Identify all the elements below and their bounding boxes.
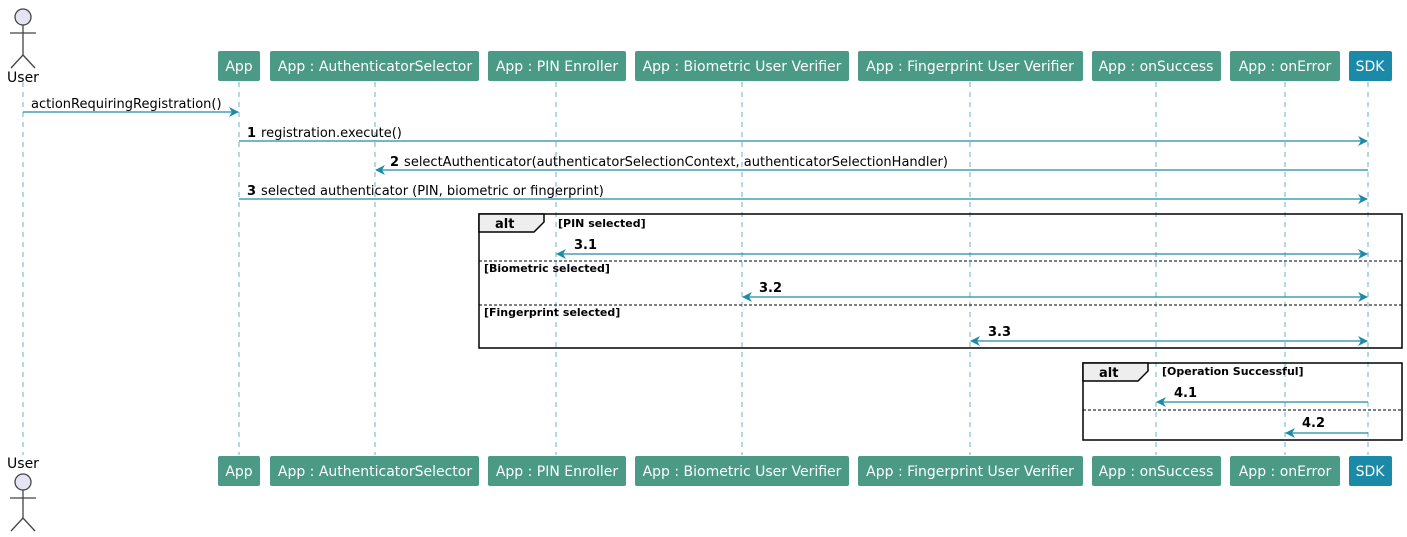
participant-label-selector: App : AuthenticatorSelector <box>278 464 472 480</box>
participant-label-pin: App : PIN Enroller <box>496 59 619 75</box>
actor-user-label: User <box>7 456 39 472</box>
participant-box-error <box>1230 456 1340 486</box>
participants-bottom: App App : AuthenticatorSelector App : PI… <box>218 456 1392 486</box>
fragment-guard: [Biometric selected] <box>484 262 610 275</box>
fragment-tab <box>478 213 545 233</box>
message-text: actionRequiringRegistration() <box>31 97 222 112</box>
message-1: 1 registration.execute() <box>239 126 1368 146</box>
participants-top: App App : AuthenticatorSelector App : PI… <box>218 51 1392 81</box>
fragment-keyword: alt <box>495 217 514 232</box>
message-0: actionRequiringRegistration() <box>23 97 239 117</box>
message-label: 1 registration.execute() <box>247 126 402 141</box>
participant-box-selector <box>270 51 479 81</box>
message-text: registration.execute() <box>261 126 402 141</box>
message-label: 2 selectAuthenticator(authenticatorSelect… <box>390 155 948 170</box>
participant-box-app <box>218 456 260 486</box>
message-number: 1 <box>247 126 256 141</box>
participant-label-selector: App : AuthenticatorSelector <box>278 59 472 75</box>
message-text: selectAuthenticator(authenticatorSelecti… <box>404 155 948 170</box>
participant-box-bio <box>635 456 849 486</box>
actor-user-icon <box>10 473 36 532</box>
fragment-frame <box>1082 362 1403 441</box>
participant-label-success: App : onSuccess <box>1099 464 1214 480</box>
message-number: 3.2 <box>759 281 782 296</box>
participant-label-bio: App : Biometric User Verifier <box>643 59 842 75</box>
message-number: 3.3 <box>988 325 1011 340</box>
actor-user-label: User <box>7 70 39 86</box>
message-3: 3 selected authenticator (PIN, biometric … <box>239 184 1368 204</box>
participant-label-fp: App : Fingerprint User Verifier <box>866 464 1074 480</box>
alt-fragment-authenticator: alt [PIN selected] 3.1 [Biometric select… <box>478 213 1403 349</box>
actor-user-bottom: User <box>7 456 39 532</box>
participant-box-pin <box>488 51 626 81</box>
participant-label-bio: App : Biometric User Verifier <box>643 464 842 480</box>
fragment-keyword: alt <box>1099 366 1118 381</box>
participant-label-error: App : onError <box>1239 464 1332 480</box>
fragment-frame <box>478 213 1403 349</box>
participant-label-pin: App : PIN Enroller <box>496 464 619 480</box>
participant-label-error: App : onError <box>1239 59 1332 75</box>
participant-box-success <box>1092 51 1221 81</box>
fragment-guard: [Fingerprint selected] <box>484 306 620 319</box>
participant-label-sdk: SDK <box>1356 59 1386 75</box>
participant-box-fp <box>858 456 1083 486</box>
participant-box-success <box>1092 456 1221 486</box>
participant-box-selector <box>270 456 479 486</box>
message-number: 3.1 <box>574 238 597 253</box>
participant-box-sdk <box>1349 456 1392 486</box>
participant-box-app <box>218 51 260 81</box>
message-number: 4.1 <box>1174 386 1197 401</box>
actor-user-icon <box>10 8 36 69</box>
message-2: 2 selectAuthenticator(authenticatorSelect… <box>375 155 1368 175</box>
message-number: 4.2 <box>1302 416 1325 431</box>
participant-label-fp: App : Fingerprint User Verifier <box>866 59 1074 75</box>
participant-box-sdk <box>1349 51 1392 81</box>
participant-label-success: App : onSuccess <box>1099 59 1214 75</box>
participant-box-pin <box>488 456 626 486</box>
lifelines <box>22 82 1369 455</box>
alt-fragment-result: alt [Operation Successful] 4.1 4.2 <box>1082 362 1403 441</box>
participant-label-app: App <box>225 464 252 480</box>
message-label: 3 selected authenticator (PIN, biometric … <box>247 184 604 199</box>
message-number: 2 <box>390 155 399 170</box>
participant-label-sdk: SDK <box>1356 464 1386 480</box>
participant-box-fp <box>858 51 1083 81</box>
fragment-guard: [Operation Successful] <box>1162 365 1304 378</box>
participant-box-error <box>1230 51 1340 81</box>
actor-user-top: User <box>7 8 39 86</box>
fragment-tab <box>1082 362 1149 382</box>
message-number: 3 <box>247 184 256 199</box>
participant-label-app: App <box>225 59 252 75</box>
participant-box-bio <box>635 51 849 81</box>
message-text: selected authenticator (PIN, biometric o… <box>261 184 604 199</box>
fragment-guard: [PIN selected] <box>558 217 646 230</box>
